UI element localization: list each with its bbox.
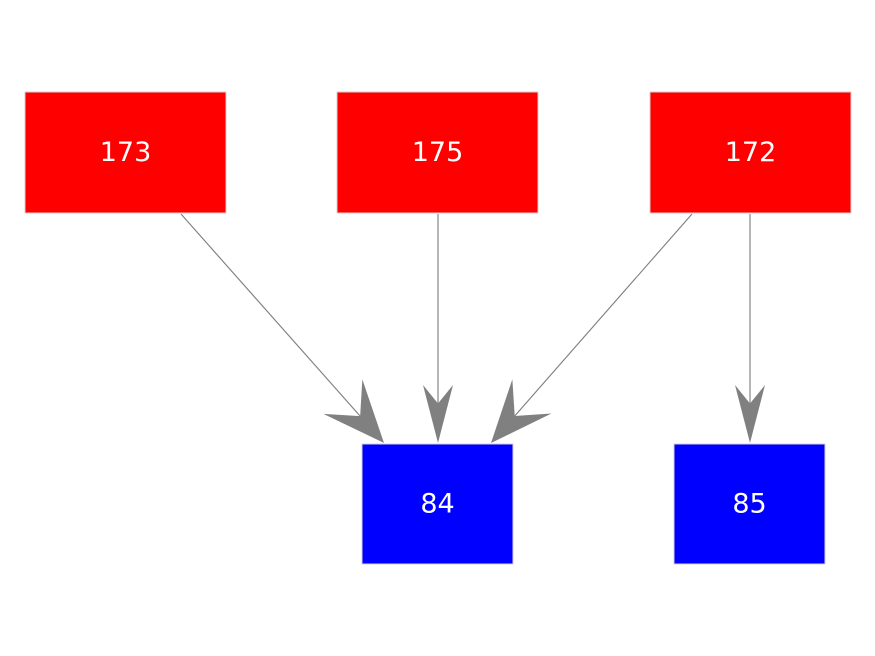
edges-layer — [180, 213, 765, 443]
node-rect-172[interactable] — [649, 91, 852, 214]
edge-line — [180, 213, 361, 417]
graph-node-84[interactable]: 84 — [361, 443, 514, 565]
edge-arrowhead — [423, 385, 453, 443]
graph-edge-n173-to-n84 — [180, 213, 384, 443]
graph-edge-n172-to-n84 — [491, 213, 693, 443]
node-rect-84[interactable] — [361, 443, 514, 565]
graph-node-85[interactable]: 85 — [673, 443, 826, 565]
edge-arrowhead — [323, 379, 384, 443]
node-label-85: 85 — [732, 489, 766, 520]
graph-edge-n175-to-n84 — [423, 214, 453, 443]
node-rect-173[interactable] — [24, 91, 227, 214]
edge-arrowhead — [735, 385, 765, 443]
graph-node-173[interactable]: 173 — [24, 91, 227, 214]
graph-node-172[interactable]: 172 — [649, 91, 852, 214]
node-label-175: 175 — [412, 137, 464, 168]
node-label-172: 172 — [725, 137, 777, 168]
nodes-layer: 173 175 172 84 85 — [24, 91, 852, 565]
edge-arrowhead — [491, 379, 552, 443]
node-rect-175[interactable] — [336, 91, 539, 214]
node-label-173: 173 — [100, 137, 152, 168]
graph-edge-n172-to-n85 — [735, 214, 765, 443]
edge-line — [514, 213, 693, 417]
node-rect-85[interactable] — [673, 443, 826, 565]
node-label-84: 84 — [420, 489, 454, 520]
graph-node-175[interactable]: 175 — [336, 91, 539, 214]
